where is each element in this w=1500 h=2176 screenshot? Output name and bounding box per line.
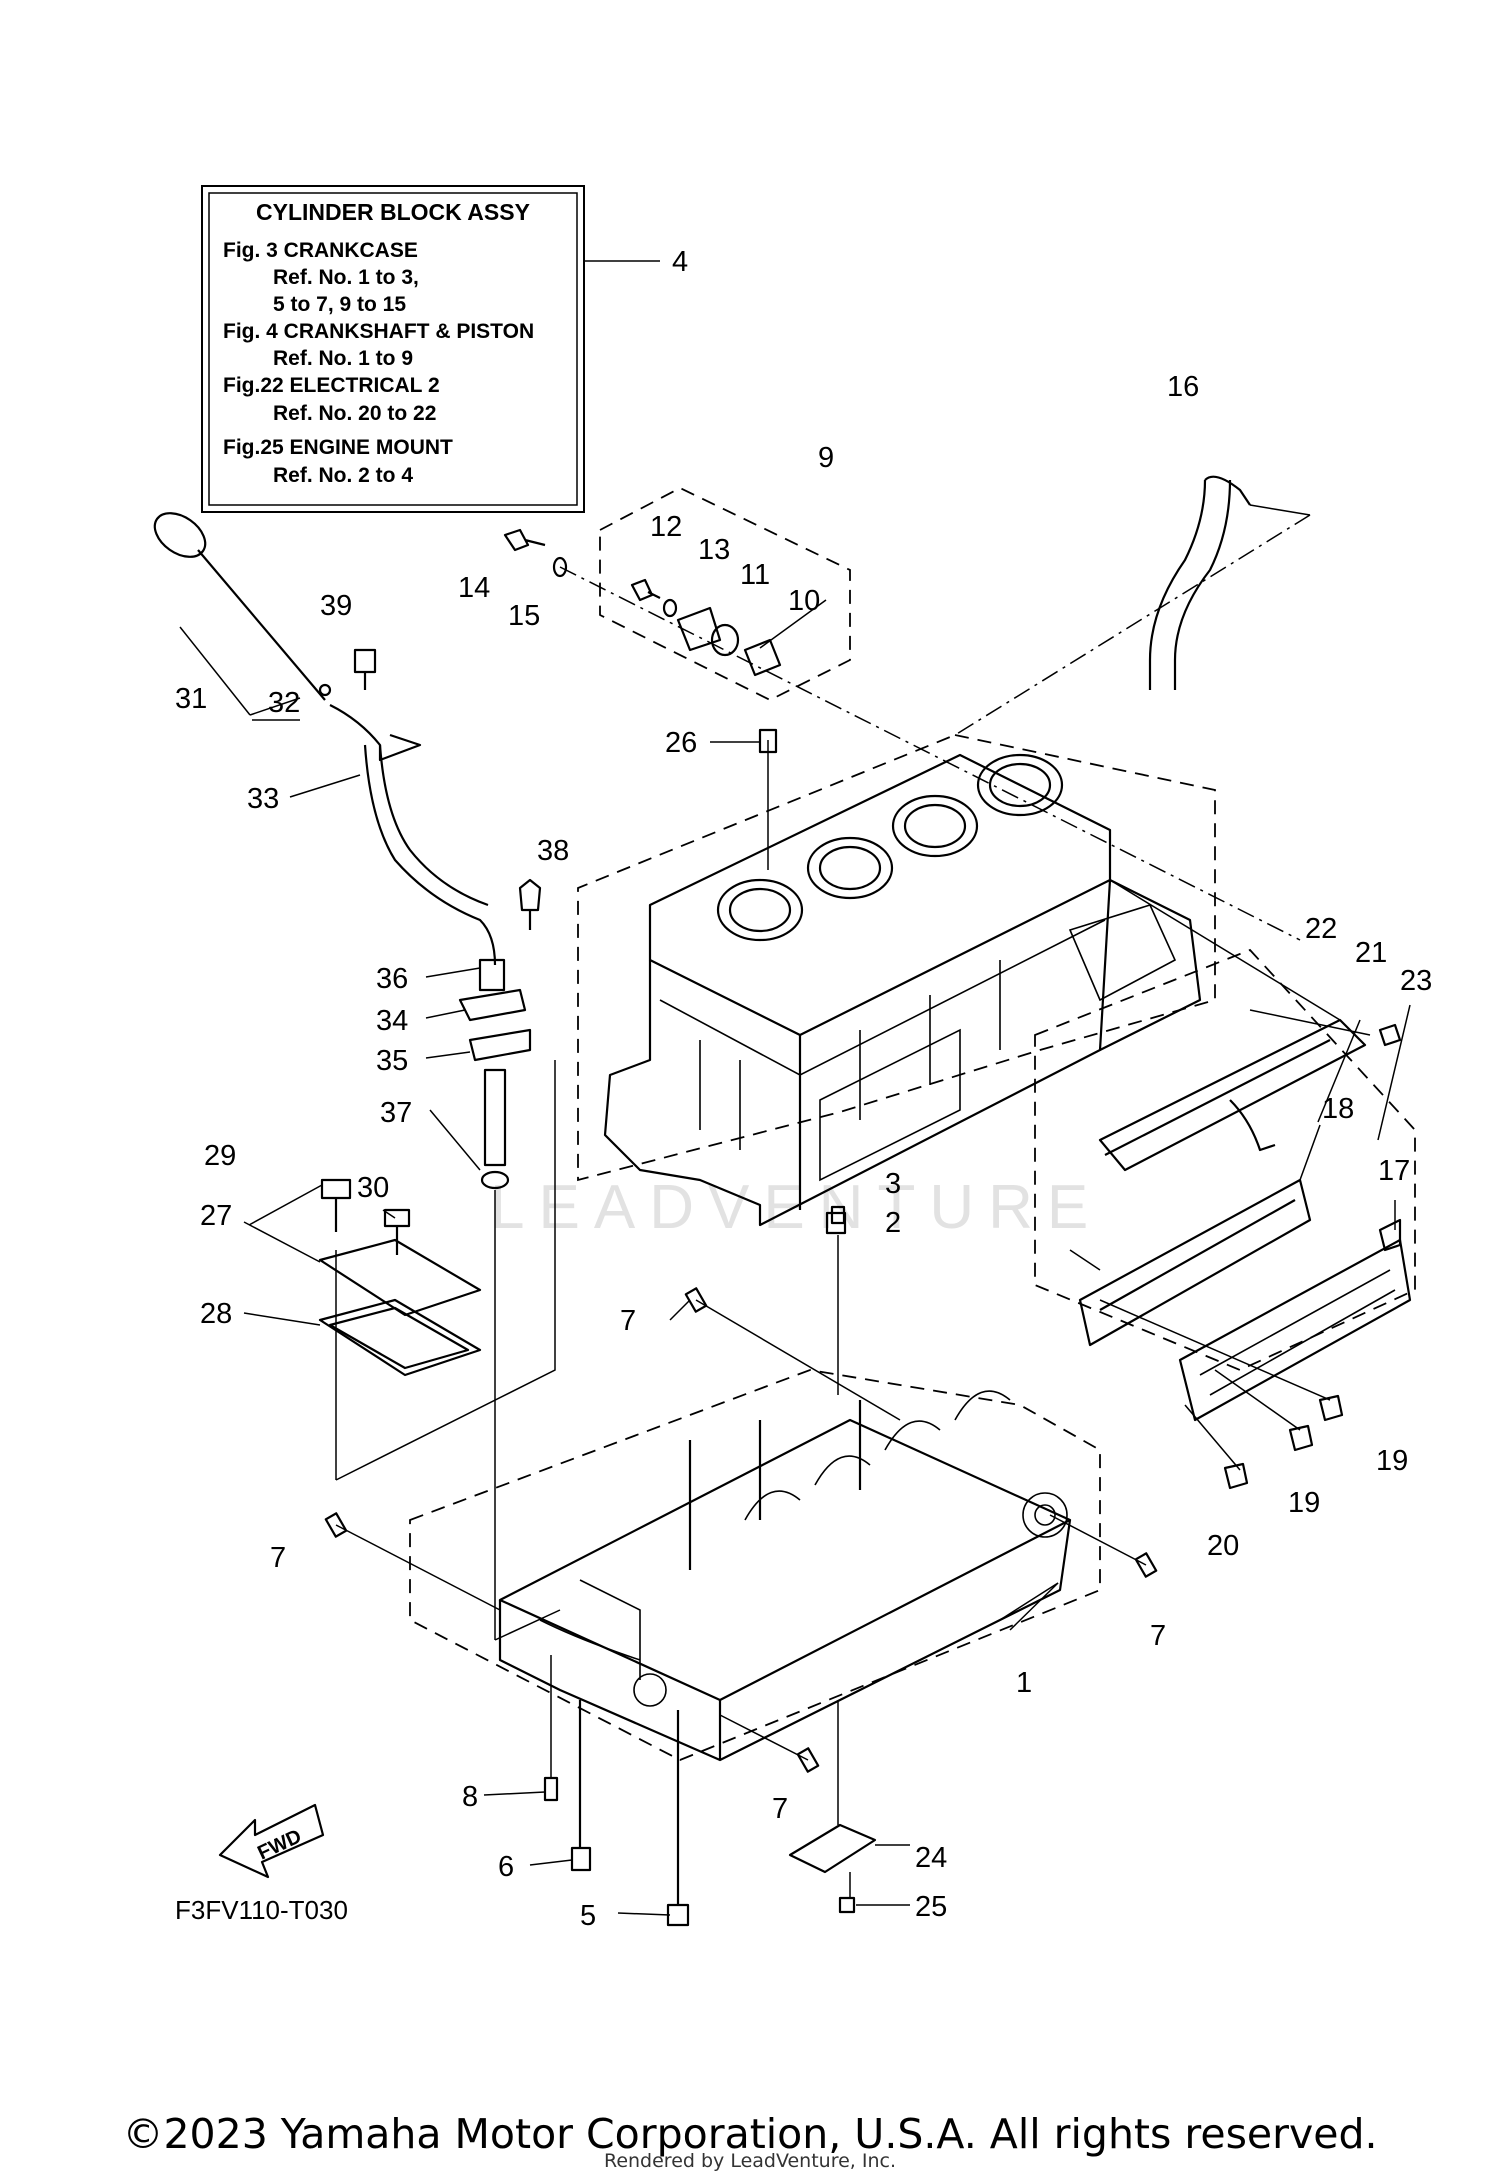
callout-5: 5 [580, 1900, 596, 1932]
rendered-by-notice: Rendered by LeadVenture, Inc. [603, 2150, 897, 2172]
callout-27: 27 [200, 1200, 232, 1232]
callout-26: 26 [665, 727, 697, 759]
side-cover-group-outline [1034, 948, 1416, 1371]
callout-31: 31 [175, 683, 207, 715]
upper-block-outline [577, 734, 1216, 1182]
lower-crankcase [498, 1390, 1072, 1762]
callout-7-top: 7 [620, 1305, 636, 1337]
callout-30: 30 [357, 1172, 389, 1204]
figure-code: F3FV110-T030 [175, 1895, 348, 1925]
legend-line-4: Fig. 4 CRANKSHAFT & PISTON [223, 320, 534, 343]
callout-6: 6 [498, 1851, 514, 1883]
callout-36: 36 [376, 963, 408, 995]
callout-20: 20 [1207, 1530, 1239, 1562]
callout-21: 21 [1355, 937, 1387, 969]
callout-9: 9 [818, 442, 834, 474]
legend-line-7: Ref. No. 20 to 22 [273, 402, 436, 425]
callout-34: 34 [376, 1005, 408, 1037]
callout-16: 16 [1167, 371, 1199, 403]
callout-13: 13 [698, 534, 730, 566]
callout-19-right: 19 [1376, 1445, 1408, 1477]
callout-18: 18 [1322, 1093, 1354, 1125]
callout-10: 10 [788, 585, 820, 617]
dipstick-assembly [153, 512, 542, 1190]
callout-24: 24 [915, 1842, 947, 1874]
copyright-notice: ©2023 Yamaha Motor Corporation, U.S.A. A… [122, 2110, 1378, 2158]
callout-12: 12 [650, 511, 682, 543]
water-rail [1098, 1018, 1367, 1172]
callout-19-left: 19 [1288, 1487, 1320, 1519]
leader-lines [179, 504, 1411, 1916]
callout-29: 29 [204, 1140, 236, 1172]
callout-37: 37 [380, 1097, 412, 1129]
fwd-arrow: FWD [218, 1803, 325, 1879]
callout-14: 14 [458, 572, 490, 604]
breather-group-outline [599, 486, 851, 702]
callout-23: 23 [1400, 965, 1432, 997]
legend-box: CYLINDER BLOCK ASSY Fig. 3 CRANKCASE Ref… [201, 185, 585, 513]
callout-4: 4 [672, 246, 688, 278]
legend-title: CYLINDER BLOCK ASSY [256, 199, 530, 225]
callout-32: 32 [268, 687, 300, 719]
callout-33: 33 [247, 783, 279, 815]
legend-line-1: Fig. 3 CRANKCASE [223, 239, 418, 262]
callout-8: 8 [462, 1781, 478, 1813]
cover-plate [318, 1060, 556, 1481]
callout-3: 3 [885, 1168, 901, 1200]
callout-17: 17 [1378, 1155, 1410, 1187]
legend-line-8: Fig.25 ENGINE MOUNT [223, 436, 453, 459]
callout-38: 38 [537, 835, 569, 867]
legend-line-5: Ref. No. 1 to 9 [273, 347, 413, 370]
legend-line-2: Ref. No. 1 to 3, [273, 266, 419, 289]
callout-labels: 4 9 16 12 13 11 10 14 15 39 31 32 33 26 … [175, 246, 1432, 1932]
legend-line-3: 5 to 7, 9 to 15 [273, 293, 406, 316]
callout-15: 15 [508, 600, 540, 632]
callout-2: 2 [885, 1207, 901, 1239]
watermark-text: LEADVENTURE [490, 1173, 1102, 1242]
callout-11: 11 [740, 559, 770, 591]
callout-7-right: 7 [1150, 1620, 1166, 1652]
callout-35: 35 [376, 1045, 408, 1077]
callout-1: 1 [1016, 1667, 1032, 1699]
side-cover [1078, 1178, 1412, 1422]
callout-28: 28 [200, 1298, 232, 1330]
callout-22: 22 [1305, 913, 1337, 945]
callout-25: 25 [915, 1891, 947, 1923]
callout-7-left: 7 [270, 1542, 286, 1574]
callout-7-bottom: 7 [772, 1793, 788, 1825]
legend-line-9: Ref. No. 2 to 4 [273, 464, 413, 487]
callout-39: 39 [320, 590, 352, 622]
cylinder-block [603, 753, 1202, 1227]
breather-hose [1148, 475, 1251, 690]
lower-case-outline [409, 1369, 1101, 1761]
legend-line-6: Fig.22 ELECTRICAL 2 [223, 374, 440, 397]
